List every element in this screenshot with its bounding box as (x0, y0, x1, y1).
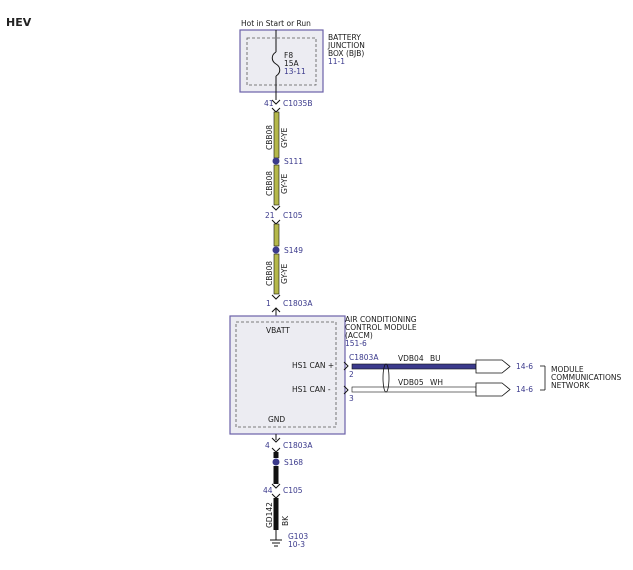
accm-can-lo: HS1 CAN - (292, 385, 331, 394)
wire-vdb05 (351, 386, 477, 393)
bjb-ref: 11-1 (328, 57, 345, 66)
accm-gnd: GND (268, 415, 285, 424)
accm-vbatt: VBATT (266, 326, 290, 335)
supply-label: Hot in Start or Run (241, 19, 311, 28)
bjb-box (239, 29, 324, 93)
connector-c1803a-bottom-icon (271, 437, 281, 443)
twisted-pair-icon (382, 363, 390, 393)
page-label: HEV (6, 16, 32, 29)
c105-bottom-pin: 44 (263, 486, 273, 495)
c105-top-name: C105 (283, 211, 303, 220)
accm-box (229, 315, 346, 435)
splice-s149: S149 (284, 246, 303, 255)
ground-ref: 10-3 (288, 540, 305, 549)
c1035b-pin: 41 (264, 99, 274, 108)
fuse-ref: 13-11 (284, 67, 306, 76)
accm-can-hi: HS1 CAN + (292, 361, 334, 370)
cbb08-a-color: GY-YE (280, 127, 289, 148)
c1803a-top-pin: 1 (266, 299, 271, 308)
splice-s149-icon (272, 246, 280, 254)
vdb05-circuit: VDB05 (398, 378, 424, 387)
cbb08-b-color: GY-YE (280, 173, 289, 194)
wire-gd142-short (273, 466, 279, 484)
network-ref-lo: 14-6 (516, 385, 533, 394)
c1803a-top-name: C1803A (283, 299, 313, 308)
fuse-id: F8 (284, 51, 293, 60)
cbb08-c-circuit: CBB08 (265, 261, 274, 286)
bjb-name-line2: JUNCTION (327, 41, 365, 50)
splice-s168: S168 (284, 458, 303, 467)
splice-s111: S111 (284, 157, 303, 166)
network-name-line3: NETWORK (551, 381, 590, 390)
network-ref-hi: 14-6 (516, 362, 533, 371)
network-name-line2: COMMUNICATIONS (551, 373, 621, 382)
wire-cbb08-a (273, 111, 280, 159)
wire-gd142 (273, 498, 279, 530)
wire-cbb08-short (273, 223, 280, 247)
network-arrow-hi-icon (475, 359, 511, 374)
network-arrow-lo-icon (475, 382, 511, 397)
connector-can-hi-icon (343, 361, 349, 371)
accm-ref: 151-6 (345, 339, 367, 348)
ground-name: G103 (288, 532, 308, 541)
c105-top-pin: 21 (265, 211, 275, 220)
cbb08-a-circuit: CBB08 (265, 125, 274, 150)
cbb08-c-color: GY-YE (280, 263, 289, 284)
ground-icon (270, 539, 282, 547)
connector-c1803a-top-icon (271, 294, 281, 300)
bjb-inner-box (246, 37, 317, 86)
cbb08-b-circuit: CBB08 (265, 171, 274, 196)
wire-vdb04 (351, 363, 477, 370)
accm-name-line1: AIR CONDITIONING (345, 315, 417, 324)
splice-s111-icon (272, 157, 280, 165)
accm-name-line2: CONTROL MODULE (345, 323, 417, 332)
network-name-line1: MODULE (551, 365, 584, 374)
c1803a-can-name: C1803A (349, 353, 379, 362)
wire-cbb08-b (273, 164, 280, 206)
bjb-name-line3: BOX (BJB) (328, 49, 364, 58)
wire-cbb08-c (273, 253, 280, 295)
connector-can-lo-icon (343, 385, 349, 395)
c1803a-bottom-name: C1803A (283, 441, 313, 450)
vdb05-color: WH (430, 378, 443, 387)
c1803a-can-pin-hi: 2 (349, 370, 354, 379)
vdb04-circuit: VDB04 (398, 354, 424, 363)
c1035b-name: C1035B (283, 99, 312, 108)
c105-bottom-name: C105 (283, 486, 303, 495)
connector-c105-top-icon (271, 205, 281, 211)
vdb04-color: BU (430, 354, 441, 363)
accm-inner-box (235, 321, 337, 428)
accm-name-line3: (ACCM) (345, 331, 373, 340)
c1803a-bottom-pin: 4 (265, 441, 270, 450)
connector-c1035b-icon (271, 99, 281, 105)
splice-s168-icon (272, 458, 280, 466)
connector-c105-bottom-icon (271, 483, 281, 489)
fuse-icon (271, 51, 281, 77)
gd142-circuit: GD142 (265, 502, 274, 528)
fuse-rating: 15A (284, 59, 300, 68)
bjb-name-line1: BATTERY (328, 33, 361, 42)
gd142-color: BK (281, 515, 290, 526)
c1803a-can-pin-lo: 3 (349, 394, 354, 403)
